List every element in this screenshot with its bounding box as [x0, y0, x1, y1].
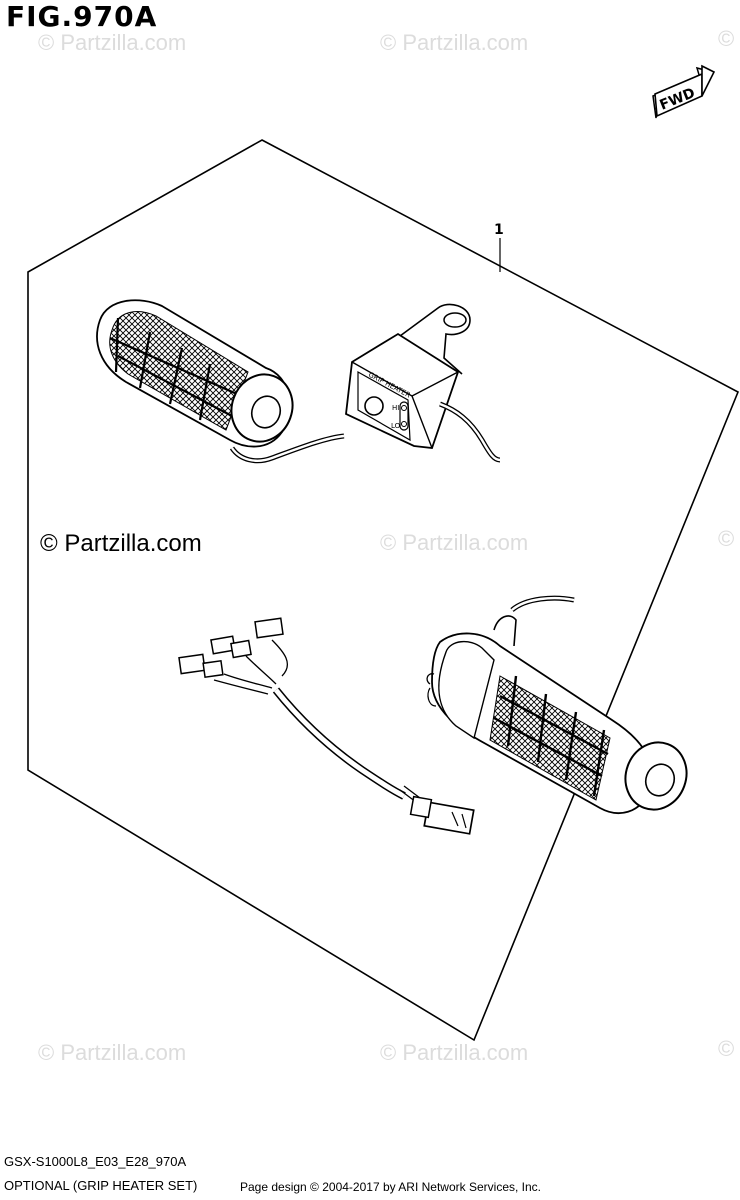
diagram-description: OPTIONAL (GRIP HEATER SET): [4, 1178, 198, 1193]
watermark-edge: ©: [718, 26, 735, 51]
right-heated-grip: [426, 595, 688, 815]
switch-lo-label: LO: [391, 422, 401, 430]
watermark: © Partzilla.com: [38, 30, 187, 55]
watermark: © Partzilla.com: [380, 30, 529, 55]
figure-title: FIG.970A: [6, 0, 158, 33]
watermark: © Partzilla.com: [38, 1040, 187, 1065]
watermark: © Partzilla.com: [380, 1040, 529, 1065]
left-heated-grip: [96, 299, 345, 464]
watermark-edge: ©: [718, 526, 735, 551]
callout-number: 1: [494, 222, 504, 238]
fwd-arrow-icon: FWD: [652, 64, 716, 119]
wiring-harness: [178, 617, 475, 835]
watermark-edge: ©: [718, 1036, 735, 1061]
kit-boundary: [27, 139, 740, 1042]
watermark-strong: © Partzilla.com: [40, 530, 202, 557]
switch-hi-label: HI: [392, 404, 399, 412]
watermark: © Partzilla.com: [380, 530, 529, 555]
copyright-notice: Page design © 2004-2017 by ARI Network S…: [240, 1180, 542, 1194]
model-code: GSX-S1000L8_E03_E28_970A: [4, 1154, 187, 1169]
grip-heater-switch: GRIP HEATER HI LO: [345, 303, 501, 463]
